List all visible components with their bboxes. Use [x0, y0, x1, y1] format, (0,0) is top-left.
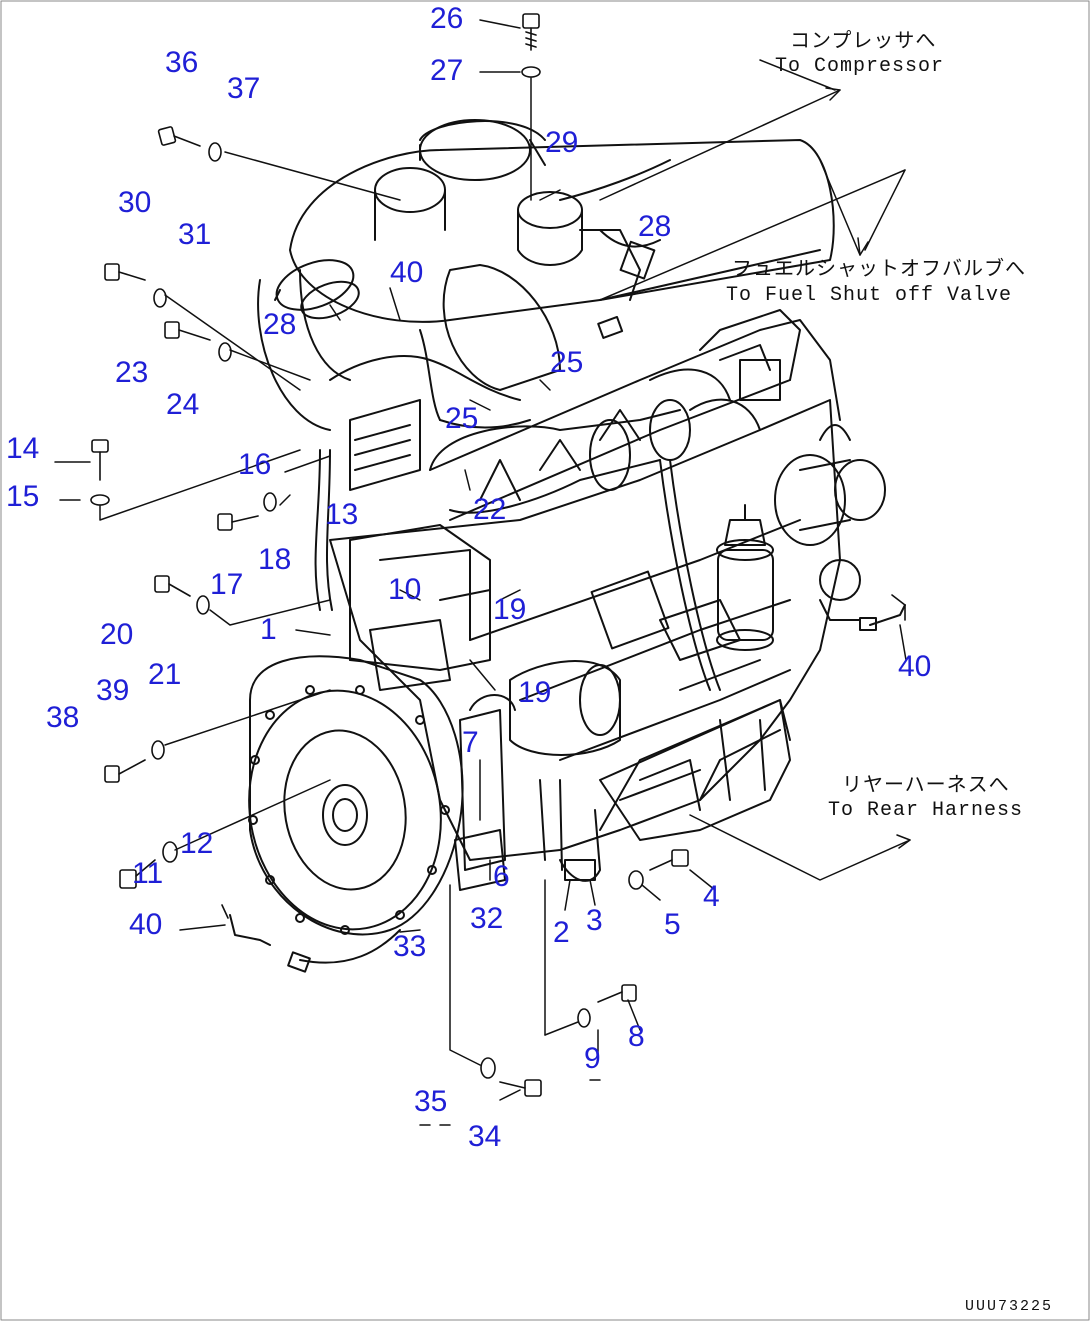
callout-16: 16 [238, 448, 272, 481]
callout-8: 8 [628, 1020, 645, 1053]
oil-pan [599, 699, 791, 841]
callout-29: 29 [545, 126, 579, 159]
callout-21: 21 [148, 658, 182, 691]
callout-25-left: 25 [445, 402, 479, 435]
callout-28-right: 28 [638, 210, 672, 243]
callout-7: 7 [462, 726, 479, 759]
air-cleaner [289, 119, 835, 391]
note-rear-en: To Rear Harness [828, 799, 1024, 822]
leader-lines [54, 19, 911, 1126]
callout-35: 35 [414, 1085, 448, 1118]
callout-22: 22 [473, 493, 507, 526]
callout-37: 37 [227, 72, 261, 105]
note-rear-jp: リヤーハーネスへ [842, 775, 1010, 798]
callout-31: 31 [178, 218, 212, 251]
callout-40-left: 40 [129, 908, 163, 941]
alternator [774, 424, 886, 601]
callout-9: 9 [584, 1042, 601, 1075]
engine-block [329, 399, 841, 861]
ecu-bracket [349, 399, 491, 691]
note-fuel-en: To Fuel Shut off Valve [726, 284, 1013, 307]
callout-34: 34 [468, 1120, 502, 1153]
fuel-filter [716, 504, 774, 651]
note-compressor-en: To Compressor [775, 55, 945, 78]
fasteners [90, 13, 906, 1097]
callout-17: 17 [210, 568, 244, 601]
note-compressor-jp: コンプレッサへ [790, 31, 937, 54]
callout-1: 1 [260, 613, 277, 646]
callout-40-top: 40 [390, 256, 424, 289]
wiring-harness [229, 159, 906, 973]
callout-13: 13 [325, 498, 359, 531]
cylinder-head [429, 309, 841, 521]
callout-20: 20 [100, 618, 134, 651]
callout-15: 15 [6, 480, 40, 513]
callout-18: 18 [258, 543, 292, 576]
callout-30: 30 [118, 186, 152, 219]
callout-25-right: 25 [550, 346, 584, 379]
callout-24: 24 [166, 388, 200, 421]
callout-3: 3 [586, 904, 603, 937]
note-fuel-jp: フュエルシャットオフバルブへ [732, 259, 1026, 282]
side-bracket [454, 709, 601, 891]
callout-14: 14 [6, 432, 40, 465]
flywheel [248, 655, 464, 936]
callout-2: 2 [553, 916, 570, 949]
callout-39: 39 [96, 674, 130, 707]
intake-pipe [429, 368, 761, 514]
callout-27: 27 [430, 54, 464, 87]
callout-19-upper: 19 [493, 593, 527, 626]
intake-elbow [257, 259, 360, 431]
callout-40-right: 40 [898, 650, 932, 683]
callout-12: 12 [180, 827, 214, 860]
callout-5: 5 [664, 908, 681, 941]
callout-10: 10 [388, 573, 422, 606]
drawing-number: UUU73225 [965, 1298, 1054, 1315]
callout-38: 38 [46, 701, 80, 734]
callout-28-left: 28 [263, 308, 297, 341]
callout-26: 26 [430, 2, 464, 35]
callout-6: 6 [493, 860, 510, 893]
callout-4: 4 [703, 880, 720, 913]
callout-19-lower: 19 [518, 676, 552, 709]
callout-11: 11 [132, 857, 164, 890]
destination-arrows [599, 87, 911, 849]
callout-32: 32 [470, 902, 504, 935]
callout-33: 33 [393, 930, 427, 963]
callout-23: 23 [115, 356, 149, 389]
starter-motor [469, 660, 621, 756]
callout-36: 36 [165, 46, 199, 79]
